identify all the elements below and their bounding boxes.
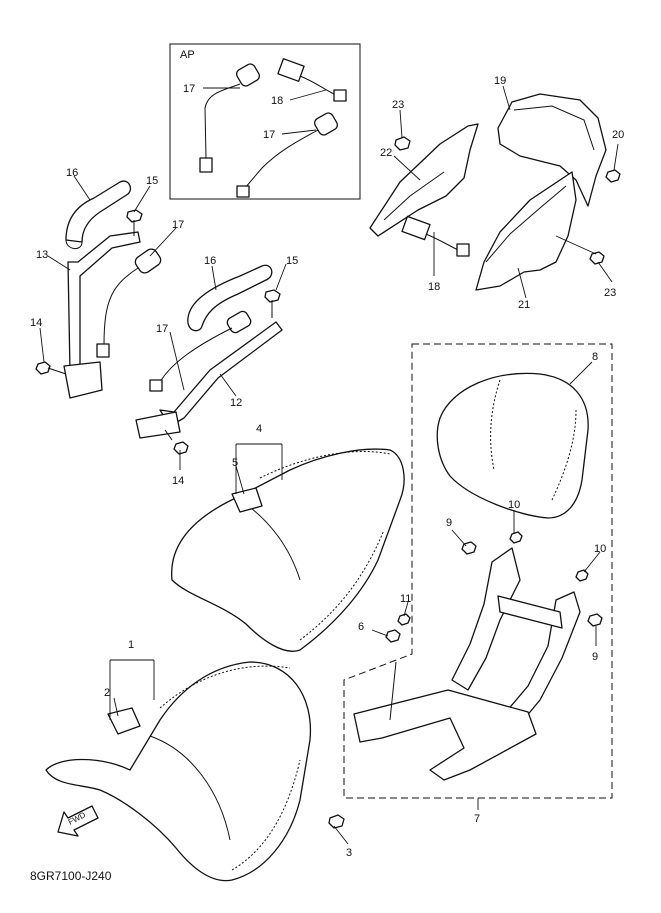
fwd-arrow-icon: FWD xyxy=(57,805,99,837)
grip-13-assembly xyxy=(35,180,162,399)
callout-17: 17 xyxy=(263,129,275,141)
callout-14: 14 xyxy=(30,317,42,329)
callout-10: 10 xyxy=(508,499,520,511)
callout-3: 3 xyxy=(346,847,352,859)
callout-22: 22 xyxy=(380,147,392,159)
callout-4: 4 xyxy=(256,423,262,435)
callout-2: 2 xyxy=(104,687,110,699)
heater-wire-17-upper xyxy=(199,63,260,173)
callout-8: 8 xyxy=(592,351,598,363)
side-cover-assembly xyxy=(369,93,621,291)
backrest-kit-outline xyxy=(343,343,613,799)
callout-17: 17 xyxy=(156,323,168,335)
callout-21: 21 xyxy=(518,299,530,311)
callout-19: 19 xyxy=(494,75,506,87)
callout-15: 15 xyxy=(146,175,158,187)
backrest-pad-8 xyxy=(436,372,589,519)
callout-9: 9 xyxy=(592,651,598,663)
diagram-code: 8GR7100-J240 xyxy=(30,869,112,883)
backrest-bracket xyxy=(353,531,603,781)
callout-18: 18 xyxy=(271,95,283,107)
heater-wire-17-lower xyxy=(236,112,338,198)
callout-10: 10 xyxy=(594,543,606,555)
callout-23: 23 xyxy=(604,287,616,299)
callout-13: 13 xyxy=(36,249,48,261)
callout-23: 23 xyxy=(392,99,404,111)
rear-seat-4 xyxy=(171,448,405,652)
callout-9: 9 xyxy=(446,517,452,529)
callout-12: 12 xyxy=(230,397,242,409)
callout-1: 1 xyxy=(128,639,134,651)
callout-20: 20 xyxy=(612,129,624,141)
callout-6: 6 xyxy=(358,621,364,633)
callout-17: 17 xyxy=(172,219,184,231)
callout-7: 7 xyxy=(474,813,480,825)
callout-16: 16 xyxy=(204,255,216,267)
ap-accessory-box: AP xyxy=(169,43,361,200)
callout-16: 16 xyxy=(66,167,78,179)
callout-11: 11 xyxy=(400,593,411,605)
ap-label: AP xyxy=(180,49,195,61)
grip-12-assembly xyxy=(135,264,283,455)
callout-17: 17 xyxy=(183,83,195,95)
callout-14: 14 xyxy=(172,475,184,487)
connector-18-ap xyxy=(277,58,347,102)
callout-labels: 17 18 17 16 15 17 13 14 16 15 17 12 14 2… xyxy=(30,75,624,859)
callout-18: 18 xyxy=(428,281,440,293)
callout-15: 15 xyxy=(286,255,298,267)
callout-5: 5 xyxy=(232,457,238,469)
front-seat-1 xyxy=(45,661,345,882)
leader-lines xyxy=(39,85,619,845)
